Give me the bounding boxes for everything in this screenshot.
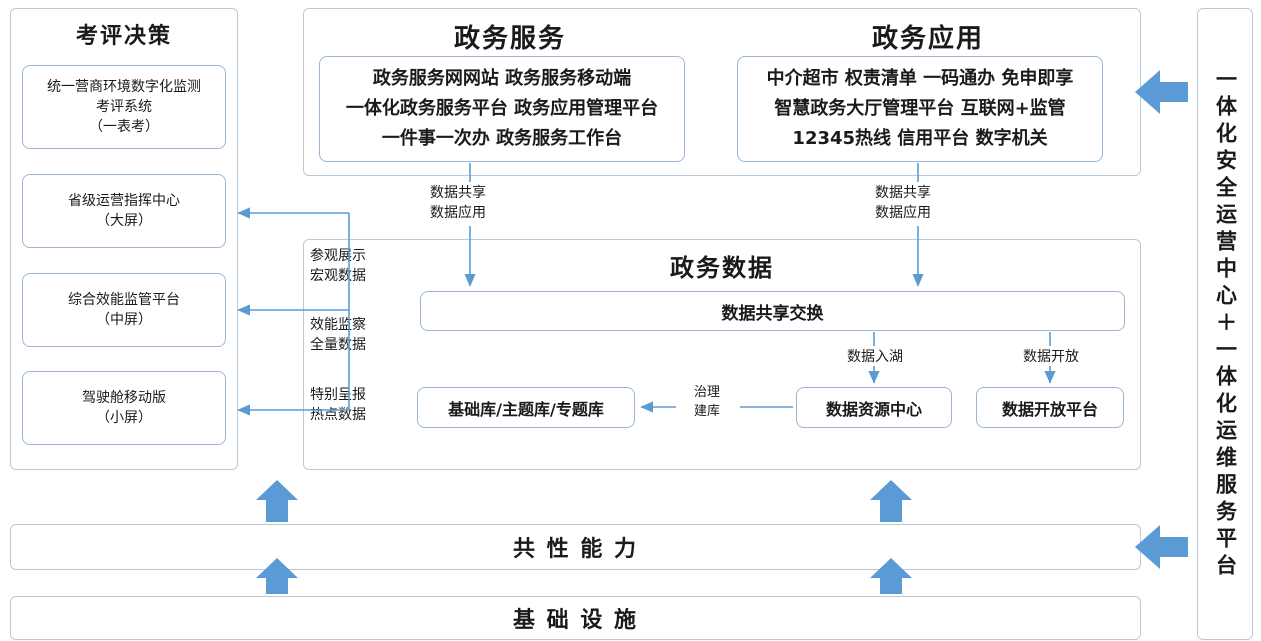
label-special-report: 特别呈报 热点数据	[310, 385, 400, 427]
arrow-right-top	[1135, 70, 1188, 114]
government-application-title: 政务应用	[871, 23, 984, 54]
security-ops-panel	[1197, 8, 1253, 640]
government-data-panel	[303, 239, 1141, 470]
label-efficiency-line-1: 全量数据	[310, 337, 366, 354]
evaluation-item-0-line-0: 统一营商环境数字化监测	[47, 78, 201, 95]
evaluation-item-2-line-0: 综合效能监管平台	[68, 291, 180, 308]
common-capability-bar[interactable]: 共 性 能 力	[10, 524, 1141, 570]
evaluation-item-2[interactable]: 综合效能监管平台 （中屏）	[22, 273, 226, 347]
government-application-line-0: 中介超市 权责清单 一码通办 免申即享	[766, 68, 1074, 90]
label-efficiency-inspect: 效能监察 全量数据	[310, 315, 400, 357]
government-service-title: 政务服务	[453, 23, 566, 54]
evaluation-item-0[interactable]: 统一营商环境数字化监测 考评系统 （一表考）	[22, 65, 226, 149]
evaluation-item-3-line-0: 驾驶舱移动版	[82, 389, 166, 406]
government-service-box[interactable]: 政务服务网网站 政务服务移动端 一体化政务服务平台 政务应用管理平台 一件事一次…	[319, 56, 685, 162]
label-share-right: 数据共享 数据应用	[855, 182, 951, 224]
government-data-title: 政务数据	[670, 253, 774, 282]
label-visit-line-1: 宏观数据	[310, 268, 366, 285]
label-governance-line-1: 建库	[693, 404, 720, 419]
evaluation-item-0-line-2: （一表考）	[89, 119, 159, 136]
government-application-line-2: 12345热线 信用平台 数字机关	[792, 127, 1048, 149]
evaluation-decision-title: 考评决策	[75, 24, 172, 49]
data-library-box[interactable]: 基础库/主题库/专题库	[417, 387, 635, 428]
evaluation-item-1-line-0: 省级运营指挥中心	[68, 192, 180, 209]
label-efficiency-line-0: 效能监察	[310, 317, 366, 333]
evaluation-item-2-line-1: （中屏）	[96, 312, 152, 328]
label-share-right-line-1: 数据应用	[875, 205, 931, 221]
label-governance-build: 治理 建库	[678, 383, 736, 423]
data-resource-center-box[interactable]: 数据资源中心	[796, 387, 952, 428]
label-special-line-1: 热点数据	[310, 407, 366, 424]
infrastructure-bar[interactable]: 基 础 设 施	[10, 596, 1141, 640]
evaluation-item-3[interactable]: 驾驶舱移动版 （小屏）	[22, 371, 226, 445]
data-share-exchange-box[interactable]: 数据共享交换	[420, 291, 1125, 331]
label-visit-display: 参观展示 宏观数据	[310, 246, 400, 288]
label-data-lake: 数据入湖	[847, 349, 903, 365]
arrow-up-right-high	[870, 480, 912, 522]
arrow-up-left-high	[256, 480, 298, 522]
government-service-line-1: 一体化政务服务平台 政务应用管理平台	[345, 98, 659, 120]
label-share-right-line-0: 数据共享	[875, 184, 931, 201]
arrow-right-bottom	[1135, 525, 1188, 569]
evaluation-item-1[interactable]: 省级运营指挥中心 （大屏）	[22, 174, 226, 248]
label-special-line-0: 特别呈报	[310, 387, 366, 403]
evaluation-item-0-line-1: 考评系统	[96, 98, 152, 115]
label-share-left-line-1: 数据应用	[430, 205, 486, 221]
label-data-open: 数据开放	[1023, 349, 1079, 365]
government-application-line-1: 智慧政务大厅管理平台 互联网+监管	[774, 98, 1066, 120]
evaluation-item-1-line-1: （大屏）	[96, 213, 152, 229]
label-share-left: 数据共享 数据应用	[410, 182, 506, 224]
label-share-left-line-0: 数据共享	[430, 184, 486, 201]
label-governance-line-0: 治理	[693, 385, 720, 401]
government-service-line-0: 政务服务网网站 政务服务移动端	[372, 68, 632, 90]
data-open-platform-box[interactable]: 数据开放平台	[976, 387, 1124, 428]
security-ops-text: 一体化安全运营中心＋一体化运维服务平台	[1213, 67, 1238, 581]
government-service-line-2: 一件事一次办 政务服务工作台	[381, 127, 623, 149]
label-visit-line-0: 参观展示	[310, 248, 366, 264]
government-application-box[interactable]: 中介超市 权责清单 一码通办 免申即享 智慧政务大厅管理平台 互联网+监管 12…	[737, 56, 1103, 162]
evaluation-item-3-line-1: （小屏）	[96, 410, 152, 426]
security-ops-label: 一体化安全运营中心＋一体化运维服务平台	[1197, 8, 1253, 640]
